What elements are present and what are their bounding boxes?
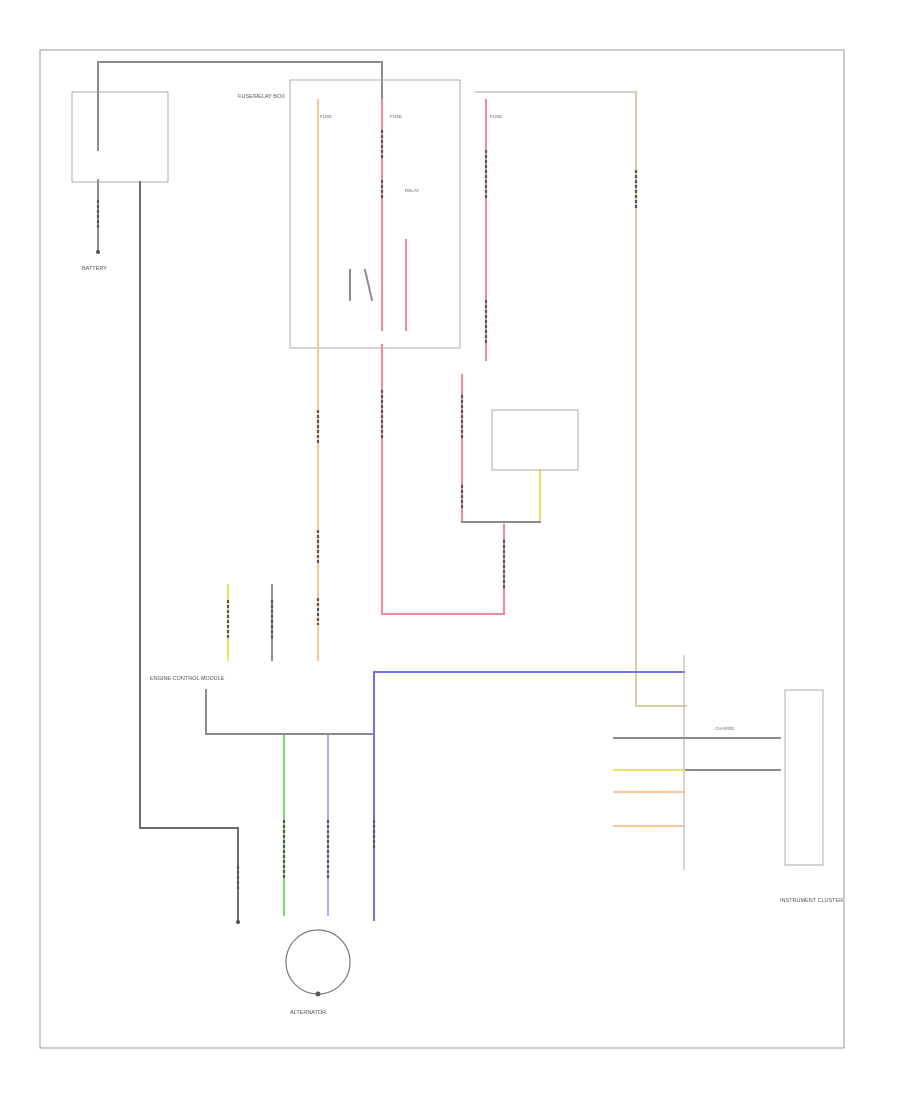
- fuse-relay-box-label: FUSE/RELAY BOX: [238, 94, 285, 100]
- alternator-wires: [282, 735, 330, 916]
- fuse-relay-box: FUSE/RELAY BOX FUSE FUSE RELAY: [238, 79, 461, 661]
- instrument-cluster-label: INSTRUMENT CLUSTER: [780, 898, 843, 904]
- alternator-label: ALTERNATOR: [290, 1010, 326, 1016]
- red-circuit: [380, 99, 579, 615]
- fuse-label-2: FUSE: [390, 114, 402, 119]
- fuse-label-3: FUSE: [490, 114, 502, 119]
- ground-wire: [139, 181, 240, 924]
- battery-fuse-block: BATTERY: [71, 61, 383, 272]
- fuse-label-1: FUSE: [320, 114, 332, 119]
- charge-warning-light-label: CHARGE: [715, 726, 734, 731]
- diagram-frame: [39, 49, 845, 1049]
- charging-relay-label: RELAY: [405, 188, 419, 193]
- engine-control-module: ENGINE CONTROL MODULE: [150, 584, 373, 735]
- battery-label: BATTERY: [82, 266, 107, 272]
- blue-circuit: [372, 671, 685, 921]
- fuse-branch-3: FUSE: [474, 91, 687, 707]
- alternator: ALTERNATOR: [285, 929, 351, 1016]
- ecm-label: ENGINE CONTROL MODULE: [150, 676, 225, 682]
- instrument-cluster: CHARGE INSTRUMENT CLUSTER: [613, 655, 843, 904]
